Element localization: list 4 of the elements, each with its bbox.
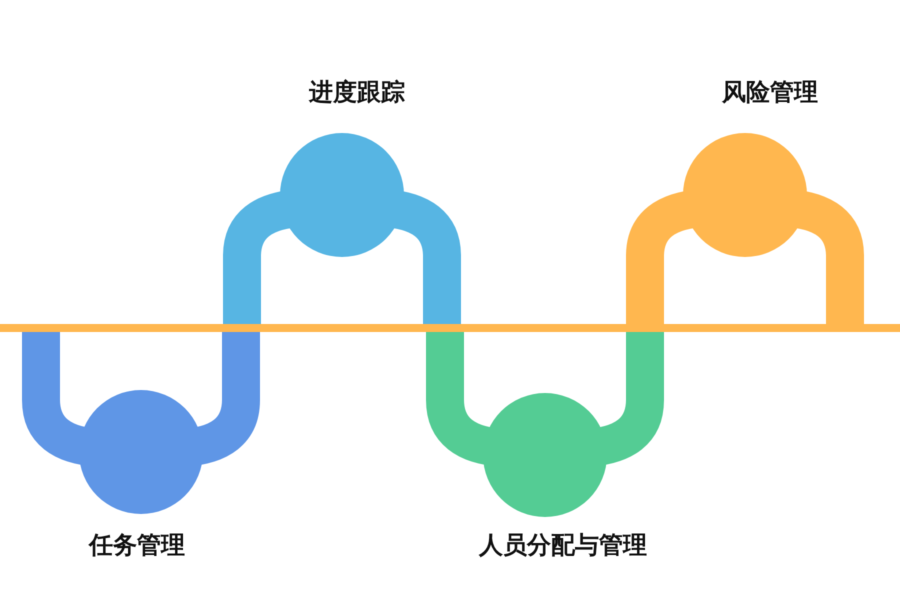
step-label: 任务管理 (89, 530, 185, 561)
step-label: 风险管理 (722, 77, 818, 108)
step-label: 进度跟踪 (309, 77, 405, 108)
step-label: 人员分配与管理 (479, 530, 647, 561)
